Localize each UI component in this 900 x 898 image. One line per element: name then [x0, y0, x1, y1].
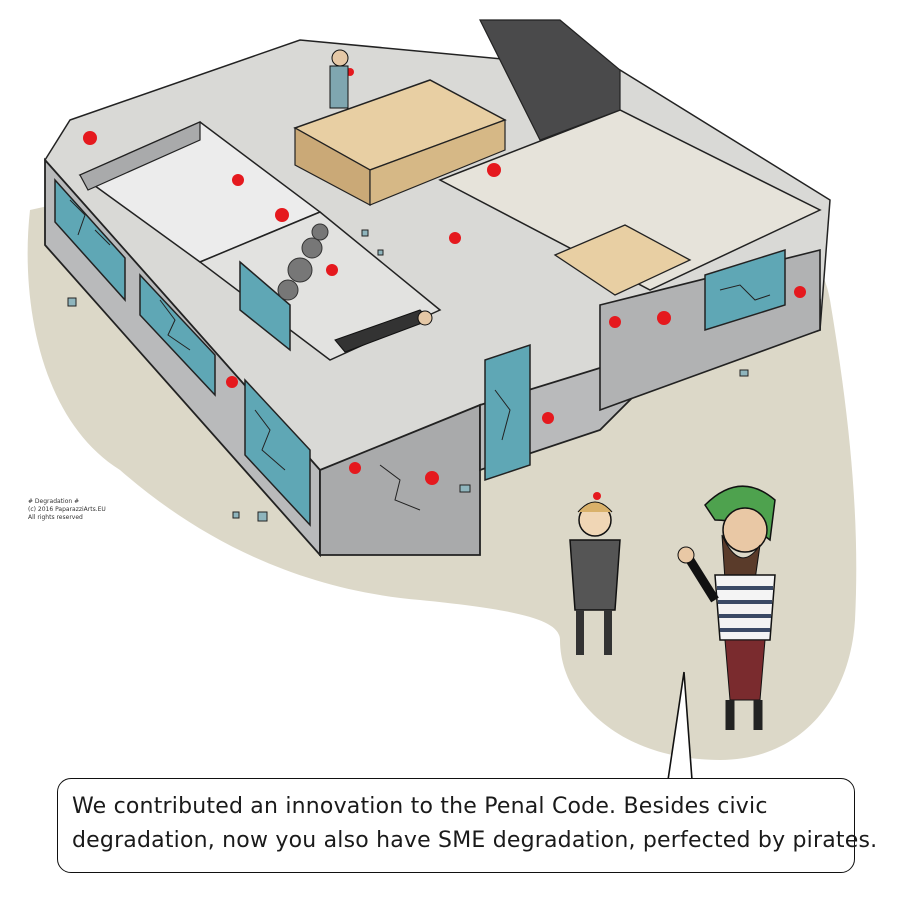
speech-bubble-text: We contributed an innovation to the Pena…: [72, 790, 878, 858]
businessman-figure: [569, 492, 621, 655]
caption-line-2: degradation, now you also have SME degra…: [72, 828, 878, 853]
window-3: [244, 378, 311, 527]
glass-debris: [67, 229, 749, 522]
window-1: [54, 178, 126, 302]
credit-title: # Degradation #: [28, 498, 80, 505]
credit-copyright: (c) 2016 PaparazziArts.EU: [28, 506, 106, 513]
copyright-notice: # Degradation # (c) 2016 PaparazziArts.E…: [28, 498, 106, 522]
pirate-figure: [677, 485, 776, 730]
speech-bubble: We contributed an innovation to the Pena…: [57, 778, 878, 873]
window-4: [484, 343, 531, 482]
window-6: [239, 260, 291, 352]
right-room-desk: [553, 224, 692, 296]
credit-rights: All rights reserved: [28, 514, 83, 521]
caption-line-1: We contributed an innovation to the Pena…: [72, 794, 768, 819]
smoke: [277, 223, 329, 301]
worker-figure: [329, 49, 349, 109]
wall-cracks: [69, 199, 771, 511]
blood-splatters: [83, 68, 806, 485]
window-2: [139, 273, 216, 397]
speech-bubble-tail: [667, 671, 693, 781]
